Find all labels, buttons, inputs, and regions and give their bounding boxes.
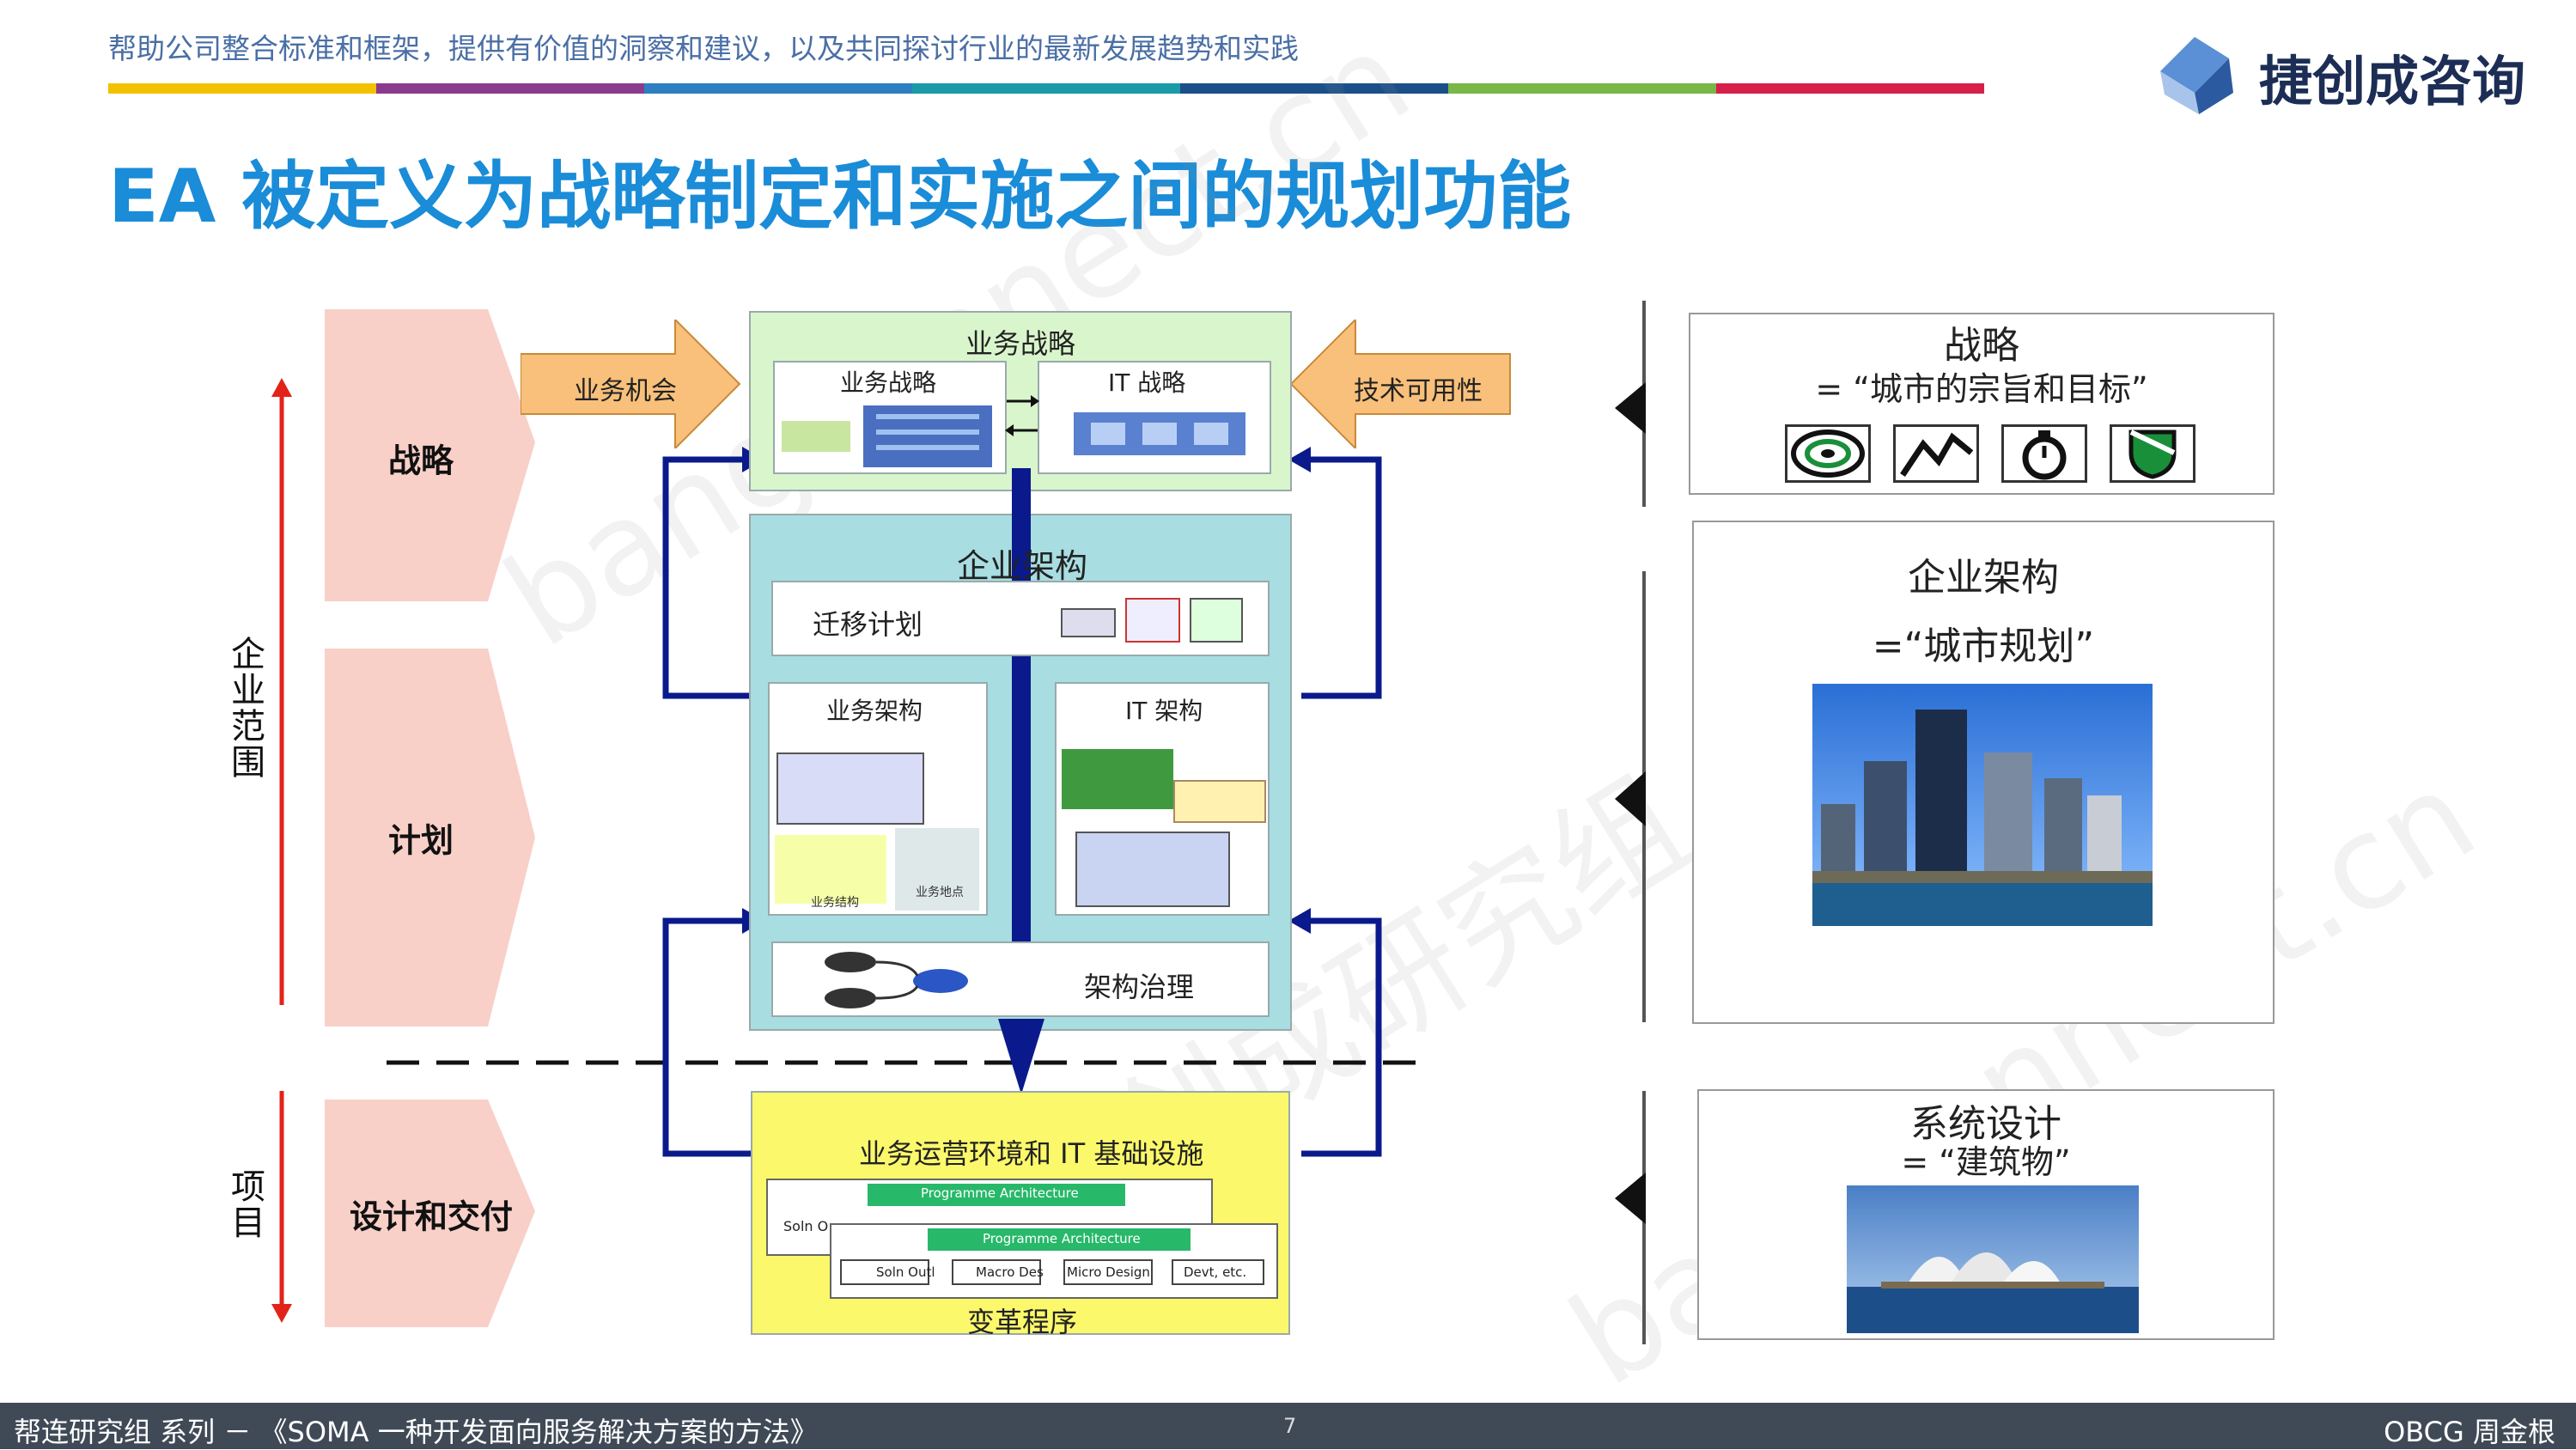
it-architecture-thumbnail bbox=[1062, 746, 1266, 909]
footer-author: OBCG 周金根 bbox=[2384, 1416, 2555, 1448]
step-2 bbox=[952, 1259, 1041, 1285]
arrow-opportunity-label: 业务机会 bbox=[574, 376, 677, 406]
business-strategy-thumbnail bbox=[782, 404, 996, 469]
programme-label-back: Programme Architecture bbox=[921, 1185, 1079, 1201]
opera-house-image bbox=[1847, 1185, 2139, 1333]
chart-line-icon bbox=[1893, 424, 1979, 483]
programme-band-front bbox=[928, 1228, 1191, 1251]
left-chevrons bbox=[325, 309, 535, 1327]
footer-series: 帮连研究组 系列 － 《SOMA 一种开发面向服务解决方案的方法》 bbox=[14, 1416, 818, 1448]
arrow-opportunity bbox=[521, 320, 741, 448]
business-architecture-thumbnail bbox=[775, 749, 981, 912]
chevron-strategy: 战略 bbox=[387, 442, 454, 480]
header-tagline: 帮助公司整合标准和框架，提供有价值的洞察和建议，以及共同探讨行业的最新发展趋势和… bbox=[108, 32, 1299, 65]
right-separators bbox=[1615, 301, 1646, 1344]
system-design-sub: = “建筑物” bbox=[1901, 1143, 2071, 1181]
step-1 bbox=[840, 1259, 929, 1285]
business-location-caption: 业务地点 bbox=[916, 886, 964, 899]
it-strategy-thumbnail bbox=[1074, 404, 1245, 464]
feedback-connectors bbox=[662, 447, 1382, 1157]
ea-analogy-sub: =“城市规划” bbox=[1872, 624, 2095, 668]
label-project: 项目 bbox=[225, 1168, 265, 1240]
change-programme-label: 变革程序 bbox=[967, 1306, 1078, 1338]
chevron-delivery: 设计和交付 bbox=[349, 1197, 514, 1236]
inner-it-strategy-label: IT 战略 bbox=[1108, 369, 1186, 397]
chevron-plan: 计划 bbox=[387, 821, 454, 860]
step-1-label: Soln Outl bbox=[876, 1264, 935, 1280]
page-title: EA 被定义为战略制定和实施之间的规划功能 bbox=[108, 154, 1572, 240]
target-icon bbox=[1785, 424, 1871, 483]
programme-band-back bbox=[868, 1184, 1125, 1206]
business-strategy-title: 业务战略 bbox=[965, 327, 1076, 360]
programme-label-front: Programme Architecture bbox=[983, 1231, 1141, 1246]
step-4-label: Devt, etc. bbox=[1184, 1264, 1247, 1280]
arrow-technology-label: 技术可用性 bbox=[1354, 376, 1483, 406]
business-architecture-label: 业务架构 bbox=[826, 697, 923, 725]
logo-cube-icon bbox=[2160, 37, 2233, 114]
strategy-analogy-title: 战略 bbox=[1944, 324, 2019, 368]
governance-label: 架构治理 bbox=[1084, 971, 1195, 1003]
programme-back-step: Soln O bbox=[783, 1218, 829, 1234]
spine-arrow bbox=[998, 1019, 1044, 1094]
footer-bar bbox=[0, 1403, 2576, 1449]
ea-analogy-title: 企业架构 bbox=[1908, 556, 2059, 600]
scope-divider bbox=[387, 1060, 1417, 1065]
arrow-technology bbox=[1289, 320, 1511, 448]
governance-cycle-icon bbox=[825, 952, 968, 1008]
city-skyline-image bbox=[1812, 684, 2153, 926]
step-3 bbox=[1063, 1259, 1153, 1285]
operations-title: 业务运营环境和 IT 基础设施 bbox=[859, 1137, 1204, 1170]
scope-arrows bbox=[271, 378, 292, 1323]
strategy-exchange-arrows bbox=[1005, 395, 1039, 436]
label-enterprise-scope: 企业范围 bbox=[225, 636, 265, 780]
migration-plan-box bbox=[771, 581, 1270, 656]
migration-plan-label: 迁移计划 bbox=[813, 608, 923, 641]
stopwatch-icon bbox=[2001, 424, 2087, 483]
step-4 bbox=[1172, 1259, 1264, 1285]
business-structure-caption: 业务结构 bbox=[811, 896, 859, 910]
step-3-label: Micro Design bbox=[1067, 1264, 1150, 1280]
inner-business-strategy-label: 业务战略 bbox=[840, 369, 937, 397]
shield-icon bbox=[2110, 424, 2195, 483]
it-architecture-label: IT 架构 bbox=[1125, 697, 1203, 725]
system-design-title: 系统设计 bbox=[1910, 1102, 2061, 1146]
logo-text: 捷创成咨询 bbox=[2259, 50, 2526, 113]
migration-thumbnail bbox=[1061, 593, 1243, 646]
enterprise-architecture-title: 企业架构 bbox=[957, 547, 1088, 585]
strategy-analogy-sub: = “城市的宗旨和目标” bbox=[1815, 370, 2148, 408]
footer-page-number: 7 bbox=[1283, 1414, 1297, 1438]
header-color-bar bbox=[108, 83, 1984, 94]
step-2-label: Macro Des bbox=[976, 1264, 1044, 1280]
